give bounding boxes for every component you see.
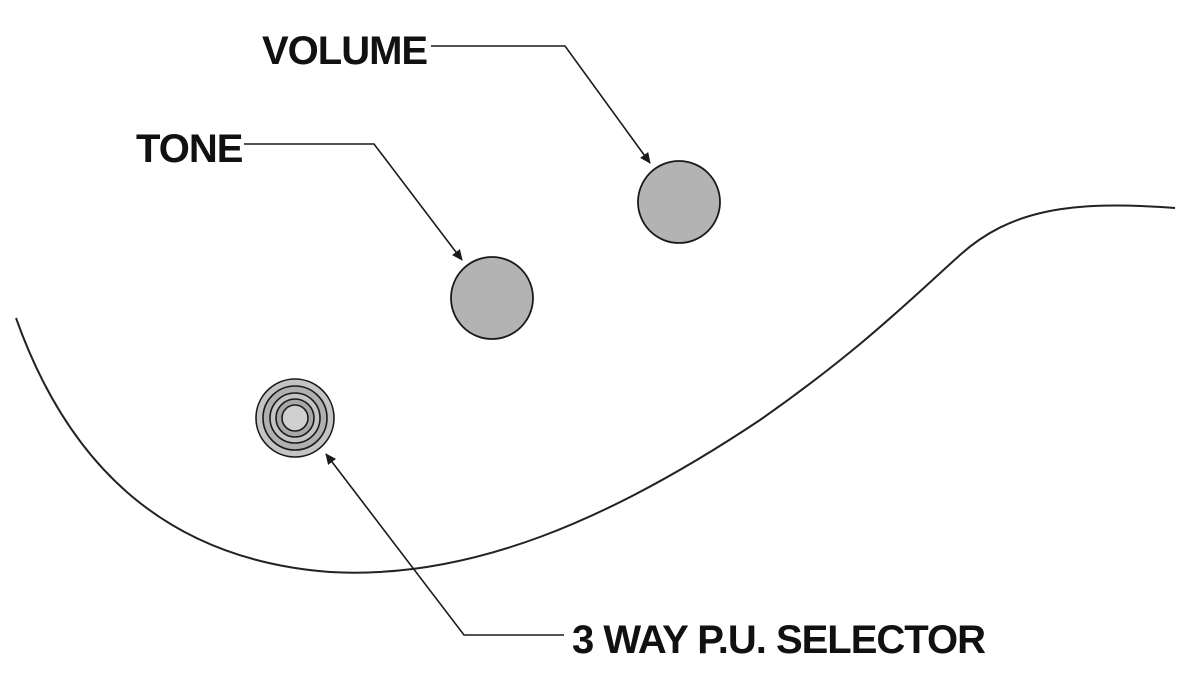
tone-knob-icon[interactable]	[450, 256, 534, 340]
pickup-selector-switch-icon[interactable]	[255, 378, 335, 458]
volume-knob-icon[interactable]	[637, 160, 721, 244]
selector-label: 3 WAY P.U. SELECTOR	[572, 618, 986, 662]
tone-label: TONE	[136, 127, 243, 171]
selector-leader-line	[325, 453, 564, 636]
guitar-body-outline	[15, 204, 1176, 574]
volume-leader-line	[431, 45, 651, 164]
volume-label: VOLUME	[262, 29, 427, 73]
tone-leader-line	[244, 143, 463, 261]
